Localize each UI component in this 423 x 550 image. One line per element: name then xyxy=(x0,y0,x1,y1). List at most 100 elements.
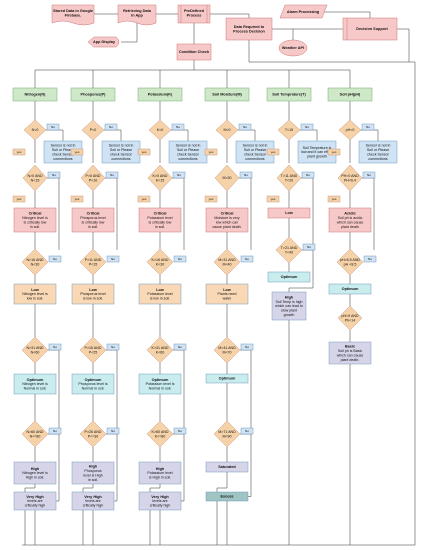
no-tag xyxy=(301,171,315,179)
high-box xyxy=(205,461,249,473)
decision-2 xyxy=(80,164,106,192)
yes-tag xyxy=(327,148,341,156)
no-tag-text: No xyxy=(367,173,371,177)
decision-3 xyxy=(336,248,364,276)
no-tag xyxy=(171,123,185,131)
optimum-box-text: Nitrogen level is xyxy=(22,382,48,386)
yes-tag xyxy=(12,148,26,156)
critical-box-text: Nitrogen level is xyxy=(22,216,48,220)
yes-tag-text: yes xyxy=(271,150,276,154)
low-box xyxy=(328,283,372,295)
no-tag-text: No xyxy=(244,173,248,177)
high-box-text: High xyxy=(31,467,40,471)
yes-tag xyxy=(327,195,341,203)
critical-box-text: Phosporus level xyxy=(80,216,106,220)
decision-4 xyxy=(21,336,49,364)
decision-2 xyxy=(337,164,363,192)
column-header-text: Soil Moisture(M) xyxy=(212,93,242,97)
low-box-text: Low xyxy=(156,288,164,292)
no-tag-text: No xyxy=(366,125,370,129)
decision-1-text: P<0 xyxy=(90,128,97,132)
decision-5-text: K<=80 xyxy=(155,434,166,438)
decision-3-text: K>16 AND xyxy=(152,258,169,262)
predefined-process-node xyxy=(177,4,211,24)
decision-2-text: PH>0 AND xyxy=(341,174,359,178)
no-tag xyxy=(173,343,187,351)
column-header xyxy=(327,87,373,102)
connector xyxy=(216,472,228,545)
low-box-text: Low xyxy=(89,288,97,292)
low-box-text: is low in soil. xyxy=(150,297,170,301)
high-box-text: Saturated xyxy=(218,465,236,469)
critical-box-text: low which can xyxy=(216,220,238,224)
decision-4 xyxy=(146,336,174,364)
data-required-node-text: Process Decision xyxy=(233,29,265,33)
critical-box-text: Soil ph is acidic xyxy=(338,216,363,220)
column-header-text: Nitrogen(N) xyxy=(25,93,47,97)
sensor-warning-box-text: check Sensor xyxy=(177,152,200,156)
decision-4-text: N>31 AND xyxy=(26,346,43,350)
decision-3-text: P<15 xyxy=(89,262,98,266)
decision-5-text: K>60 AND xyxy=(152,430,169,434)
sensor-warning-box-text: check Sensor xyxy=(52,152,75,156)
predefined-process-node-text: PreDefined xyxy=(184,9,205,13)
column-header xyxy=(204,87,250,102)
decision-5-text: P>26 AND xyxy=(85,430,102,434)
connector xyxy=(46,129,64,141)
no-tag-text: No xyxy=(111,345,115,349)
no-tag xyxy=(362,171,376,179)
decision-2 xyxy=(214,164,240,192)
column-header-text: Soil Temprature(T) xyxy=(272,93,306,97)
alarm-node-text: Alarm Processing xyxy=(287,10,320,14)
no-tag-text: No xyxy=(178,345,182,349)
decision-2-text: P>0 AND xyxy=(86,174,101,178)
connector xyxy=(104,129,122,141)
connector xyxy=(22,40,416,546)
sensor-warning-box-text: connections xyxy=(111,157,130,161)
very-high-box-text: levels are xyxy=(152,499,167,503)
decision-4-text: Ph<14 xyxy=(345,318,356,322)
optimum-box-text: Normal in soil. xyxy=(82,387,105,391)
no-tag xyxy=(104,123,118,131)
connector xyxy=(361,129,379,141)
sensor-warning-box-text: Sensor is not in xyxy=(176,144,201,148)
low-box xyxy=(138,283,182,305)
sensor-warning-box-text: Soil Temprature is xyxy=(303,146,332,150)
app-display-node xyxy=(87,36,120,48)
no-tag xyxy=(47,171,61,179)
no-tag xyxy=(106,427,120,435)
no-tag-text: No xyxy=(307,245,311,249)
no-tag-text: No xyxy=(53,257,57,261)
data-required-node xyxy=(225,17,273,41)
no-tag-text: No xyxy=(178,429,182,433)
critical-box xyxy=(71,207,115,233)
connector xyxy=(210,13,250,18)
optimum-box-text: Normal in soil. xyxy=(149,387,172,391)
high-box-text: is High in soil. xyxy=(149,476,171,480)
decision-3 xyxy=(146,248,174,276)
critical-box-text: Low xyxy=(285,211,293,215)
decision-3-text: M<40 xyxy=(222,262,231,266)
very-high-box xyxy=(138,491,182,511)
critical-box xyxy=(13,207,57,233)
decision-5-text: N>60 AND xyxy=(26,430,43,434)
yes-tag xyxy=(70,148,84,156)
low-box-text: is low in soil. xyxy=(83,297,103,301)
optimum-box-text: Optimum xyxy=(219,377,236,381)
sensor-warning-box-text: Sensor is not in xyxy=(366,144,391,148)
no-tag xyxy=(106,255,120,263)
high-box-text: plant death. xyxy=(341,358,360,362)
critical-box-text: in soil. xyxy=(155,225,165,229)
optimum-box xyxy=(71,373,115,395)
critical-box-text: is critically low xyxy=(149,220,172,224)
critical-box xyxy=(267,207,311,219)
high-box-text: Nitrogen level is xyxy=(22,471,48,475)
low-box-text: low in soil. xyxy=(27,297,44,301)
optimum-box-text: Optimum xyxy=(85,378,102,382)
decision-4-text: pH>9 AND xyxy=(341,314,358,318)
low-box-text: water xyxy=(223,297,233,301)
optimum-box-text: Optimum xyxy=(152,378,169,382)
no-tag xyxy=(48,427,62,435)
connector xyxy=(240,349,252,430)
yes-tag-text: yes xyxy=(142,150,147,154)
